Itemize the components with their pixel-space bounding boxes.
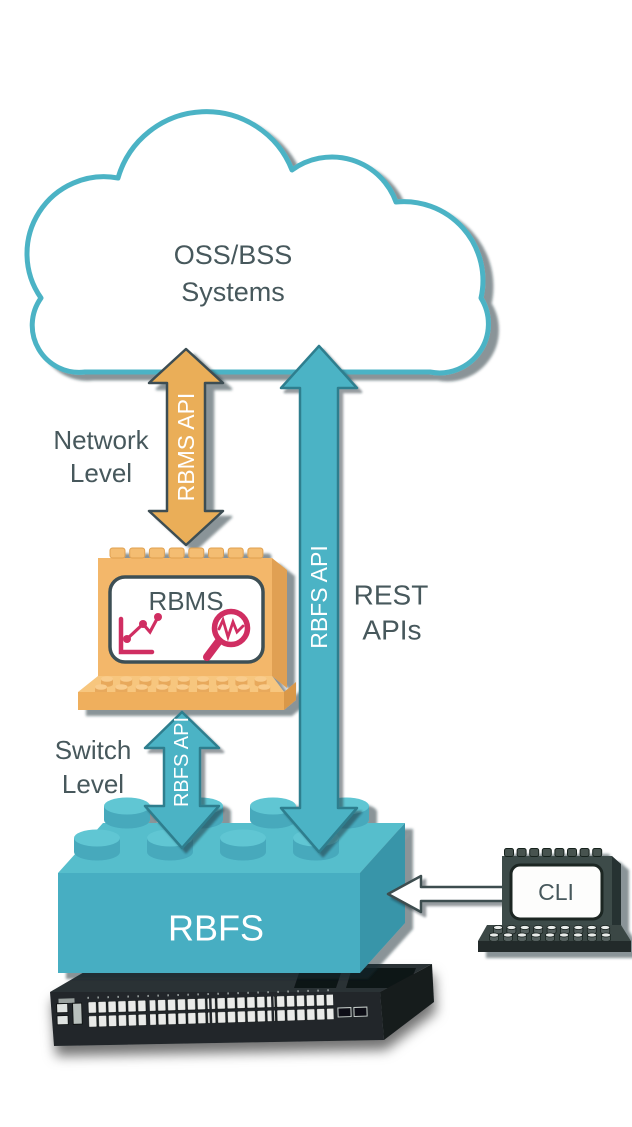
cli-keyboard-slab: [478, 941, 631, 952]
vendor-logo: [58, 998, 75, 1004]
rbms-label: RBMS: [148, 586, 223, 616]
cli-arrow-shape: [386, 874, 506, 914]
network-level-line2: Level: [70, 458, 132, 488]
rbfs-api-long-arrow-label: RBFS API: [306, 545, 332, 649]
rbms-top-studs: [109, 547, 264, 559]
rbms-api-arrow-shape: [147, 347, 225, 547]
switch-right-side: [380, 964, 434, 1040]
port-group-4: [273, 994, 334, 1022]
rbms-body-side: [272, 558, 287, 688]
network-level-label: Network Level: [53, 425, 149, 488]
cli-top-studs: [504, 848, 603, 857]
port-group-3: [211, 996, 272, 1024]
rbfs-right-side: [360, 823, 405, 973]
rbfs-label: RBFS: [168, 908, 264, 949]
port-group-2: [149, 998, 210, 1026]
cli-screen: [509, 863, 604, 921]
cli-keyboard-studs: [489, 925, 611, 942]
sfp-ports: [337, 1006, 368, 1018]
switch-vent-1: [294, 970, 342, 988]
rbfs-api-short-arrow-shape: [143, 710, 221, 850]
rbfs-api-long-arrow-shape: [279, 344, 359, 854]
port-number-ticks: [87, 989, 332, 999]
cloud-label-line1: OSS/BSS: [174, 240, 293, 270]
cli-body-side: [612, 856, 621, 934]
port-group-1: [87, 999, 148, 1028]
rbms-keyboard-slab: [78, 692, 284, 710]
magnifier-waveform-icon: [203, 608, 251, 661]
rest-apis-line1: REST: [354, 580, 429, 611]
rbfs-api-short-arrow: RBFS API: [143, 710, 221, 850]
switch-level-line2: Level: [62, 769, 124, 799]
cloud-label-line2: Systems: [181, 277, 285, 307]
rest-apis-label: REST APIs: [354, 580, 429, 646]
rbfs-brick: RBFS: [58, 797, 405, 973]
rbms-laptop: RBMS: [78, 547, 296, 710]
rbfs-api-short-arrow-label: RBFS API: [171, 717, 193, 807]
line-chart-icon: [118, 613, 162, 655]
network-switch: [50, 964, 434, 1046]
switch-level-line1: Switch: [55, 735, 132, 765]
cli-label: CLI: [538, 879, 574, 905]
management-ports: [56, 1002, 83, 1026]
cli-laptop: CLI: [478, 848, 631, 952]
rbfs-front-face: [58, 873, 360, 973]
rbms-api-arrow: RBMS API: [147, 347, 225, 547]
rbms-api-arrow-label: RBMS API: [173, 393, 199, 502]
switch-ports: [56, 989, 368, 1028]
cloud-shape: [24, 109, 491, 376]
rbms-keyboard-side: [284, 682, 296, 710]
network-level-line1: Network: [53, 425, 149, 455]
oss-bss-cloud: OSS/BSS Systems: [24, 109, 491, 376]
rbfs-api-long-arrow: RBFS API: [279, 344, 359, 854]
switch-level-label: Switch Level: [55, 735, 132, 799]
rest-apis-line2: APIs: [362, 615, 421, 646]
cli-arrow: [386, 874, 506, 914]
